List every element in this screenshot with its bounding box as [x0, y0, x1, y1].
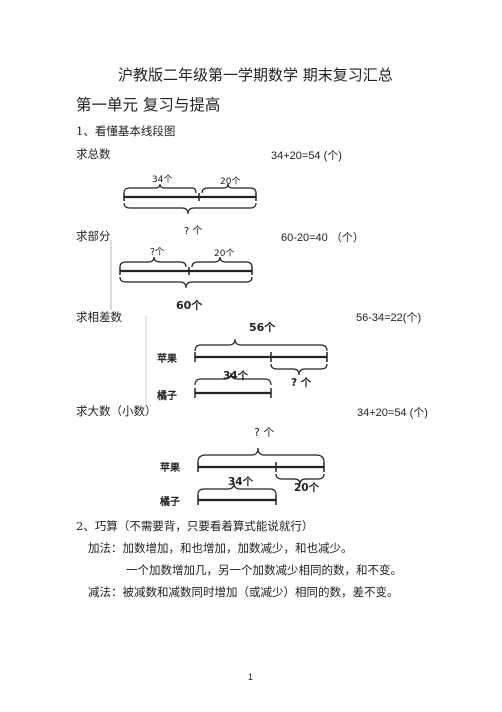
- page-title: 沪教版二年级第一学期数学 期末复习汇总: [118, 66, 393, 84]
- segment-diagram-difference: 56个 苹果 橘子 34个 ? 个: [145, 315, 345, 407]
- unit-heading: 第一单元 复习与提高: [76, 96, 221, 114]
- addition-rule-2: 一个加数增加几，另一个加数减少相同的数，和不变。: [126, 563, 402, 577]
- segment-diagram-part: ?个 20个 60个: [110, 240, 270, 314]
- seg-larger-apple-label: 苹果: [160, 463, 180, 474]
- segment-diagram-larger-number-svg: [197, 447, 325, 505]
- case-larger-number-label: 求大数（小数）: [76, 404, 157, 418]
- case-difference-label: 求相差数: [76, 310, 122, 324]
- case-difference-equation: 56-34=22(个): [356, 312, 422, 324]
- segment-diagram-larger-number: ? 个 苹果 橘子 34个 20个: [150, 418, 350, 518]
- addition-rule-1: 加法：加数增加，和也增加，加数减少，和也减少。: [88, 541, 353, 555]
- seg-larger-question-label: ? 个: [254, 426, 275, 439]
- segment-diagram-total-svg: [123, 183, 257, 215]
- segment-diagram-total: 34个 20个 ? 个: [120, 170, 280, 240]
- case-part-label: 求部分: [76, 229, 111, 243]
- segment-diagram-difference-svg: [145, 315, 328, 405]
- seg-total-right-label: 20个: [220, 177, 241, 187]
- seg-diff-question-label: ? 个: [291, 377, 312, 389]
- seg-diff-total-label: 56个: [249, 321, 276, 334]
- seg-part-question-label: ?个: [150, 247, 165, 258]
- subtraction-rule: 减法：被减数和减数同时增加（或减少）相同的数，差不变。: [88, 585, 399, 599]
- seg-diff-orange-label: 橘子: [157, 391, 177, 402]
- page-number: 1: [248, 672, 254, 682]
- segment-diagram-part-svg: [110, 240, 253, 310]
- seg-larger-orange-label: 橘子: [160, 497, 180, 508]
- seg-diff-apple-label: 苹果: [157, 354, 177, 365]
- case-total-label: 求总数: [76, 147, 111, 161]
- case-larger-number-equation: 34+20=54 (个): [357, 407, 428, 419]
- section-1-heading: 1、看懂基本线段图: [76, 124, 176, 138]
- seg-larger-diff-label: 20个: [294, 482, 320, 494]
- seg-part-total-label: 60个: [176, 299, 203, 312]
- case-total-equation: 34+20=54 (个): [271, 150, 342, 162]
- seg-diff-bottom-label: 34个: [223, 370, 249, 382]
- seg-total-left-label: 34个: [152, 175, 173, 185]
- case-part-equation: 60-20=40 （个）: [281, 232, 364, 244]
- seg-larger-bottom-label: 34个: [228, 476, 254, 488]
- section-2-heading: 2、巧算（不需要背，只要看着算式能说就行）: [76, 519, 314, 533]
- seg-total-question-label: ? 个: [184, 226, 203, 237]
- seg-part-right-label: 20个: [214, 249, 235, 259]
